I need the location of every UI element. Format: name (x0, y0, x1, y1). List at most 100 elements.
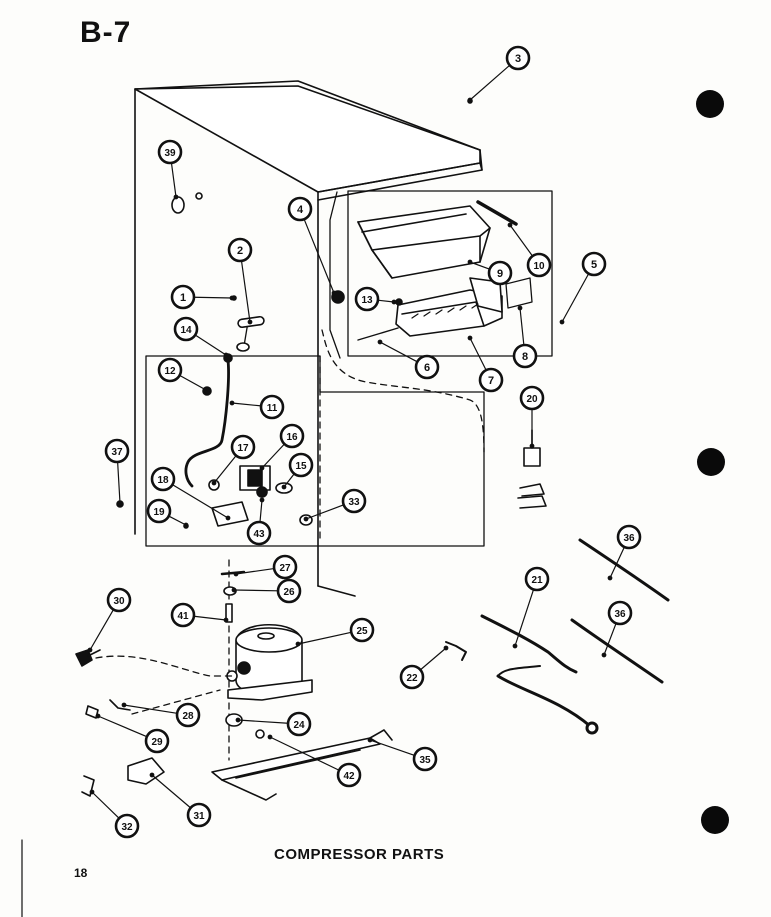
relay-dash (95, 655, 233, 677)
callout-11: 11 (229, 394, 285, 420)
leader-line (379, 341, 418, 363)
leader-line (194, 334, 227, 356)
callout-36: 36 (601, 600, 633, 658)
relay-dash-2 (131, 689, 221, 715)
callout-30: 30 (87, 587, 132, 653)
callout-29: 29 (95, 713, 170, 754)
leader-tip (467, 335, 473, 341)
callout-number: 6 (424, 362, 430, 374)
callout-24: 24 (235, 711, 312, 737)
callout-27: 27 (233, 554, 298, 580)
leader-line (123, 704, 178, 714)
leader-tip (235, 717, 241, 723)
callout-41: 41 (170, 602, 229, 628)
compressor-mounting-rail (211, 729, 393, 801)
leader-tip (377, 339, 383, 345)
leader-tip (211, 480, 217, 486)
wire-harness-36a (578, 538, 670, 602)
callout-number: 22 (406, 673, 418, 684)
callout-21: 21 (512, 566, 550, 649)
callout-number: 30 (113, 596, 125, 607)
leader-line (469, 261, 491, 270)
leader-line (303, 218, 335, 294)
leader-tip (233, 571, 239, 577)
callout-number: 33 (348, 497, 360, 508)
defrost-thermostat (517, 429, 547, 509)
callout-layer: 1234567891011121314151617181920212224252… (87, 45, 642, 839)
callout-number: 10 (533, 261, 545, 272)
callout-number: 15 (295, 461, 307, 472)
heater-rod (476, 200, 518, 226)
leader-tip (281, 484, 287, 490)
callout-number: 5 (591, 259, 597, 271)
callout-number: 13 (361, 295, 373, 306)
leader-line (237, 719, 289, 724)
leader-line (469, 64, 511, 101)
callout-17: 17 (211, 434, 256, 486)
callout-number: 12 (164, 366, 176, 377)
callout-circle (512, 343, 538, 369)
leader-line (509, 224, 534, 257)
leader-line (377, 299, 395, 303)
leader-tip (295, 641, 301, 647)
callout-number: 31 (193, 811, 205, 822)
callout-circle (272, 554, 298, 580)
leader-tip (229, 400, 235, 406)
leader-line (259, 499, 263, 523)
leader-tip (443, 645, 449, 651)
leader-tip (95, 713, 101, 719)
leader-line (240, 260, 251, 323)
callout-number: 37 (111, 447, 123, 458)
callout-4: 4 (287, 196, 337, 296)
leader-tip (87, 647, 93, 653)
callout-circle (175, 702, 201, 728)
page-id: B-7 (80, 16, 132, 49)
screw-42 (255, 729, 265, 739)
leader-line (269, 736, 340, 771)
callout-circle (581, 251, 607, 277)
leader-tip (467, 259, 473, 265)
callout-number: 41 (177, 611, 189, 622)
leader-line (168, 515, 187, 526)
callout-circle (288, 452, 314, 478)
callout-circle (106, 587, 132, 613)
ice-maker-outline (329, 190, 553, 359)
callout-circle (414, 354, 440, 380)
leader-line (419, 647, 447, 671)
wire-harness-21 (480, 614, 599, 735)
callout-32: 32 (89, 789, 140, 839)
callout-circle (276, 578, 302, 604)
leader-tip (223, 617, 229, 623)
leader-tip (507, 222, 513, 228)
leader-tip (467, 97, 473, 103)
leader-tip (223, 352, 229, 358)
callout-42: 42 (267, 734, 362, 788)
callout-36: 36 (607, 524, 642, 581)
leader-tip (149, 772, 155, 778)
callout-circle (336, 762, 362, 788)
callout-circle (478, 367, 504, 393)
callout-number: 28 (182, 711, 194, 722)
leader-line (193, 296, 233, 299)
leader-tip (231, 587, 237, 593)
callout-number: 42 (343, 771, 355, 782)
callout-number: 11 (267, 403, 278, 414)
callout-circle (354, 286, 380, 312)
ice-maker-unit (357, 277, 503, 341)
leader-tip (391, 299, 397, 305)
callout-number: 2 (237, 245, 243, 257)
callout-number: 3 (515, 53, 521, 65)
wire-harness-36b (570, 618, 664, 684)
callout-circle (150, 466, 176, 492)
callout-20: 20 (519, 385, 545, 449)
callout-number: 8 (522, 351, 528, 363)
callout-28: 28 (121, 702, 201, 728)
callout-39: 39 (157, 139, 183, 200)
leader-line (261, 443, 286, 469)
callout-18: 18 (150, 466, 231, 521)
callout-circle (259, 394, 285, 420)
callout-number: 32 (121, 822, 133, 833)
ice-bucket (357, 205, 491, 279)
control-assembly-outline (145, 355, 485, 547)
